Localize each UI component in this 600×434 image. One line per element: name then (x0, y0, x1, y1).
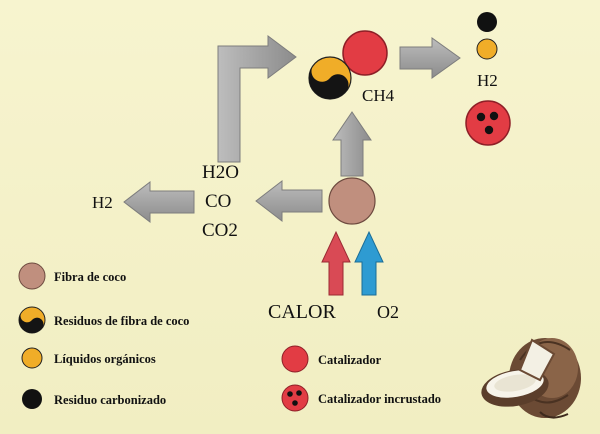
coconut-illustration (481, 338, 581, 419)
legend-liquid-label: Líquidos orgánicos (54, 352, 156, 366)
oxygen-label: O2 (377, 302, 399, 322)
legend-residue-label: Residuos de fibra de coco (54, 314, 189, 328)
arrow-to-h2 (123, 180, 195, 224)
co-label: CO (205, 191, 231, 212)
ch4-label: CH4 (362, 86, 395, 105)
legend-embedded-catalyst-icon (281, 384, 309, 412)
embedded-catalyst-circle (465, 100, 511, 146)
legend-embedded-catalyst-label: Catalizador incrustado (318, 392, 441, 406)
h2-left-label: H2 (92, 193, 113, 212)
arrow-to-gases (255, 179, 323, 223)
legend-residue-icon (18, 306, 46, 334)
legend-catalyst-label: Catalizador (318, 353, 382, 367)
arrow-up-right (217, 35, 297, 163)
catalyst-circle (342, 30, 388, 76)
h2-right-label: H2 (477, 71, 498, 90)
legend-fiber-label: Fibra de coco (54, 270, 126, 284)
arrow-to-products (399, 37, 461, 79)
char-circle (477, 12, 497, 32)
fiber-residue-circle (308, 56, 352, 100)
liquid-circle (476, 38, 498, 60)
heat-label: CALOR (268, 301, 336, 323)
co2-label: CO2 (202, 220, 238, 241)
oxygen-arrow (354, 230, 384, 296)
legend: Fibra de coco Residuos de fibra de coco … (18, 262, 441, 412)
heat-arrow (321, 230, 351, 296)
arrow-up-to-ch4 (332, 111, 372, 177)
legend-char-label: Residuo carbonizado (54, 393, 166, 407)
fiber-circle (328, 177, 376, 225)
h2o-label: H2O (202, 162, 239, 183)
